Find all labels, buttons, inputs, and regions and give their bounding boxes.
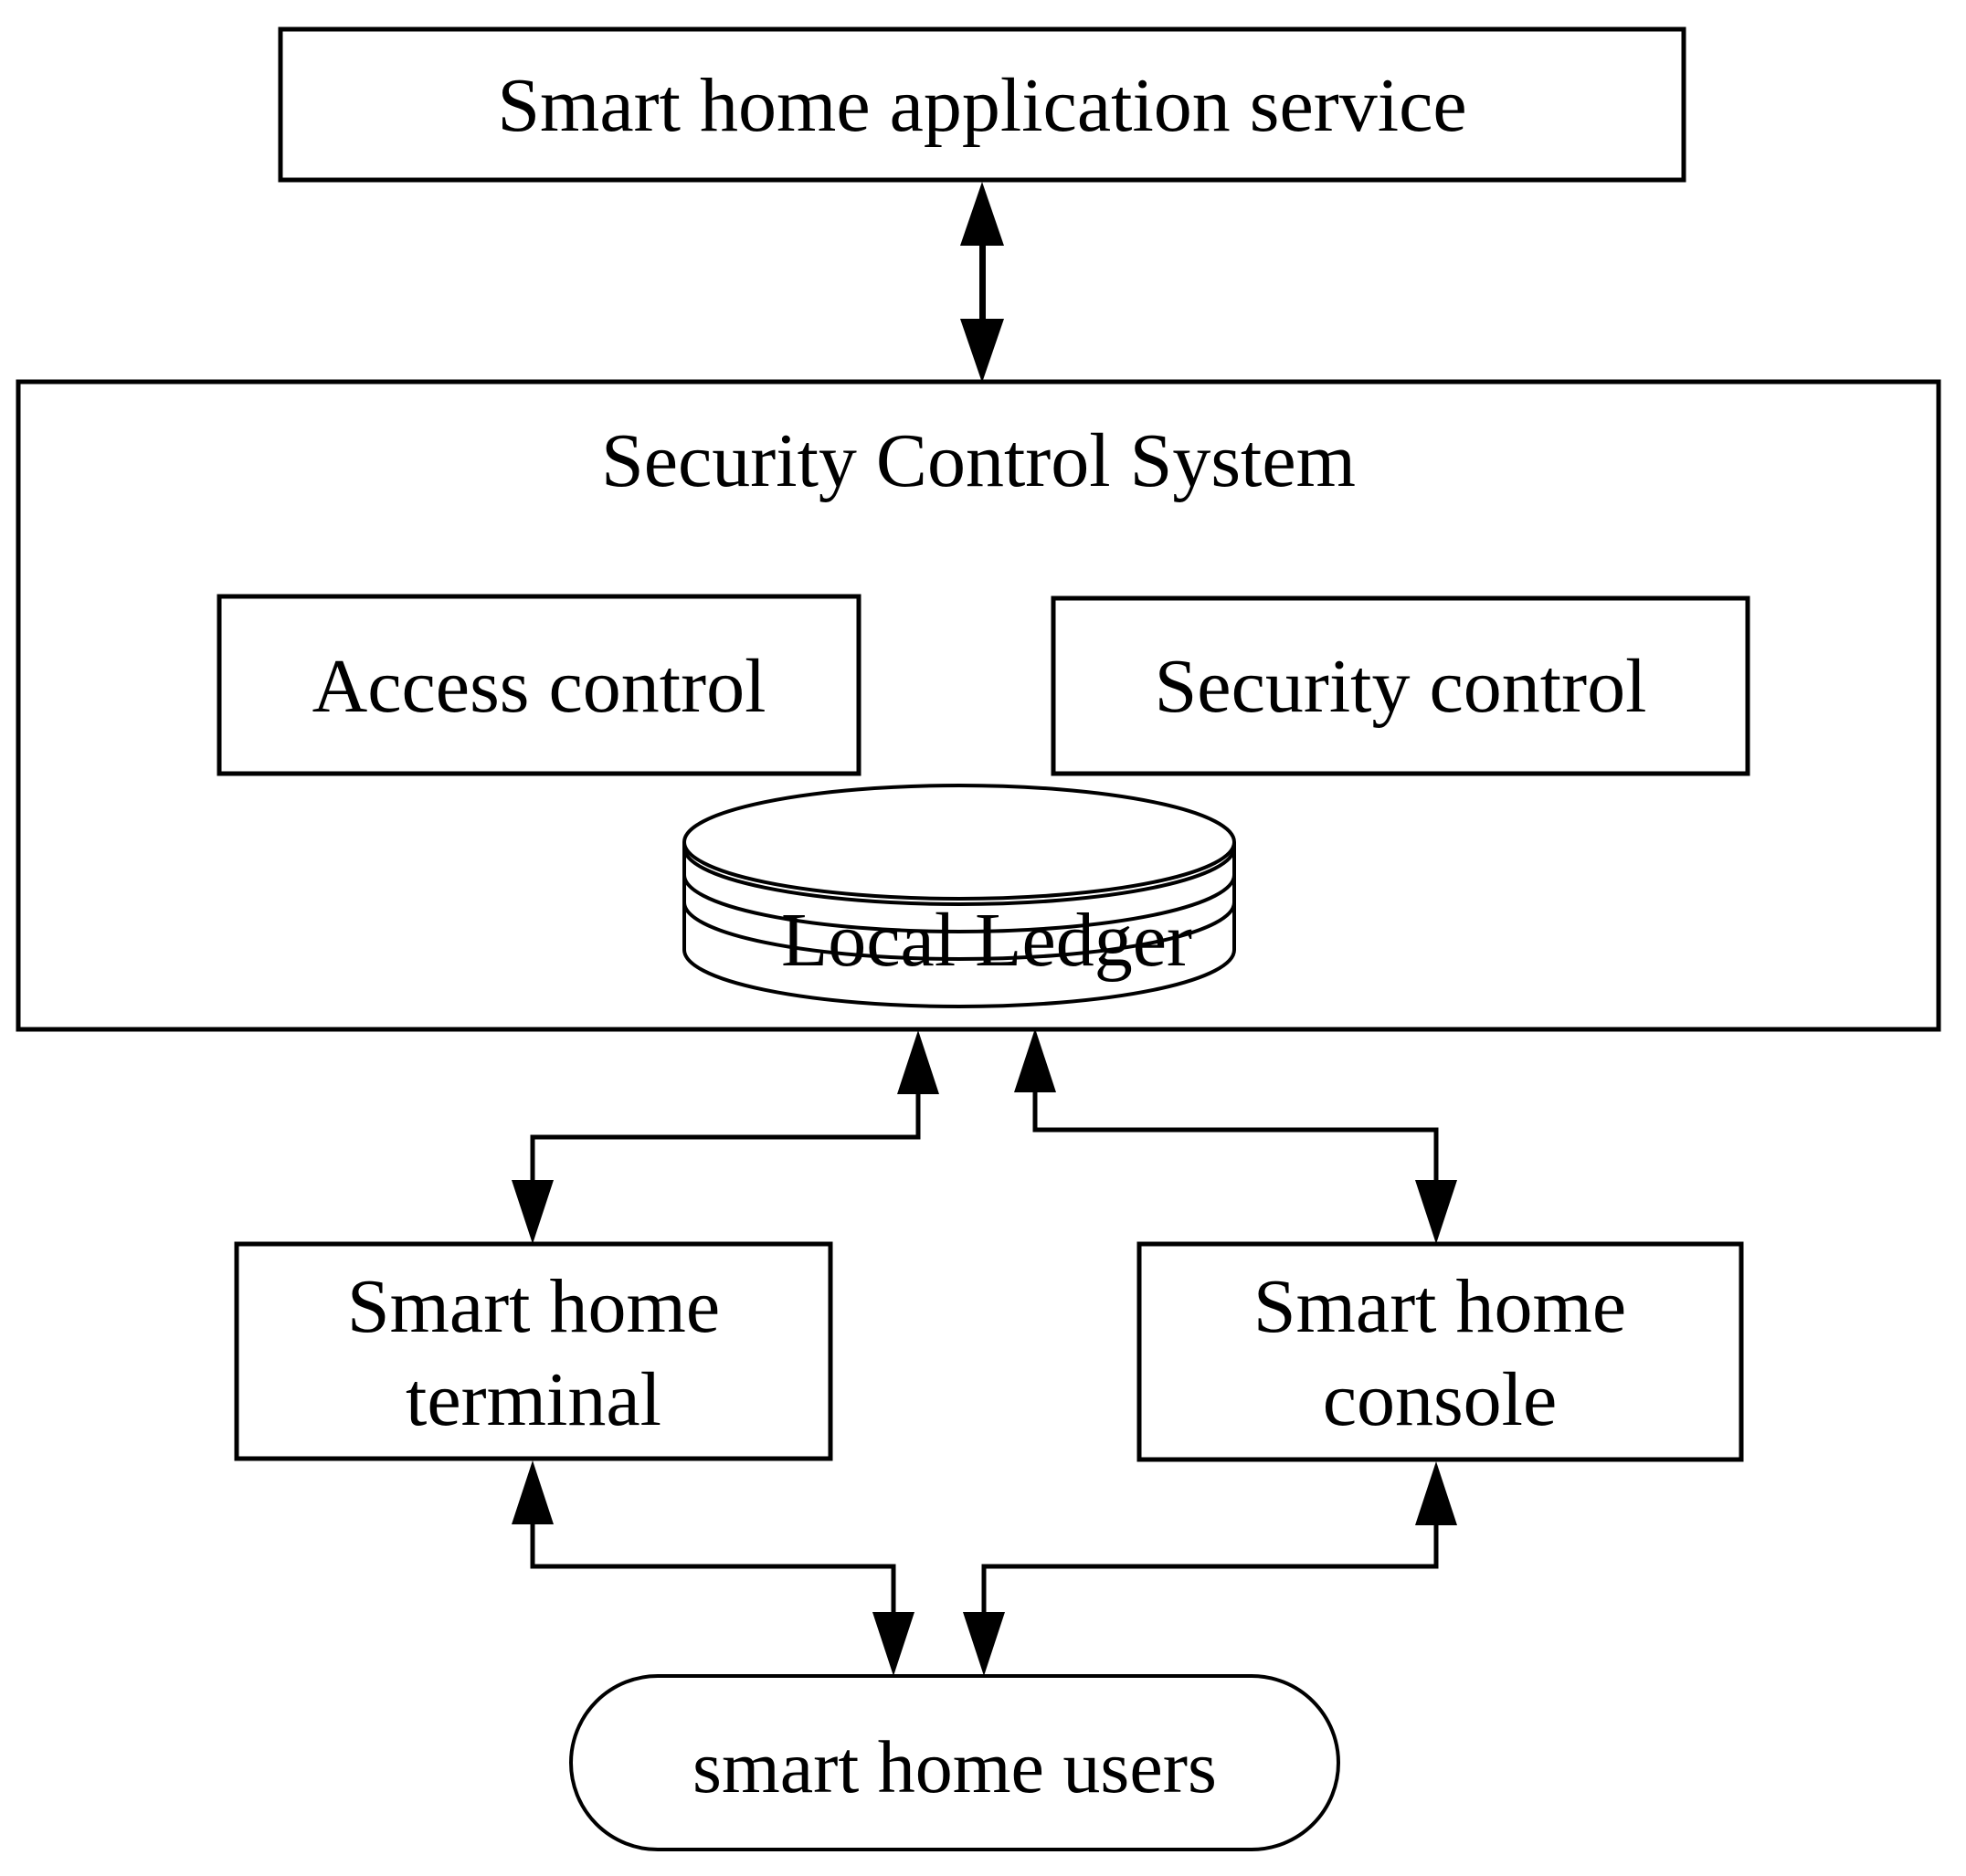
arrow-down-head-icon [1415, 1180, 1457, 1244]
smart-home-console-label-line2: console [1323, 1357, 1558, 1442]
arrow-terminal-users [512, 1460, 914, 1676]
access-control-node: Access control [217, 594, 861, 776]
smart-home-terminal-label-line2: terminal [406, 1357, 661, 1442]
arrow-security-terminal [512, 1030, 939, 1244]
arrow-down-head-icon [512, 1180, 554, 1244]
security-control-node: Security control [1051, 595, 1750, 776]
arrow-shaft [979, 241, 986, 323]
smart-home-terminal-box [234, 1241, 833, 1461]
arrow-up-head-icon [897, 1030, 939, 1094]
smart-home-terminal-label-line1: Smart home [347, 1264, 720, 1349]
smart-home-console-label-line1: Smart home [1253, 1264, 1626, 1349]
security-control-system-label: Security Control System [601, 418, 1356, 503]
arrow-console-users [963, 1461, 1457, 1676]
smart-home-users-label: smart home users [692, 1725, 1217, 1808]
smart-home-console-node: Smart home console [1136, 1241, 1744, 1462]
application-service-node: Smart home application service [278, 26, 1686, 183]
smart-home-terminal-node: Smart home terminal [234, 1241, 833, 1461]
arrow-up-head-icon [512, 1460, 554, 1524]
security-control-label: Security control [1155, 644, 1647, 729]
arrow-security-console [1014, 1028, 1457, 1244]
arrow-down-head-icon [960, 319, 1004, 383]
access-control-label: Access control [312, 644, 766, 729]
smart-home-console-box [1136, 1241, 1744, 1462]
arrow-app-security [960, 182, 1004, 383]
security-control-box [1051, 595, 1750, 776]
smart-home-users-stadium [569, 1674, 1340, 1851]
application-service-label: Smart home application service [497, 63, 1466, 148]
access-control-box [217, 594, 861, 776]
arrow-down-head-icon [872, 1612, 914, 1676]
arrow-up-head-icon [1415, 1461, 1457, 1525]
local-ledger-label: Local Ledger [781, 898, 1192, 983]
arrow-up-head-icon [1014, 1028, 1056, 1092]
smart-home-users-node: smart home users [569, 1674, 1340, 1851]
local-ledger-node: Local Ledger [682, 784, 1236, 1008]
database-cylinder-icon [682, 784, 1236, 1008]
arrow-up-head-icon [960, 182, 1004, 246]
application-service-box [278, 26, 1686, 183]
arrow-down-head-icon [963, 1612, 1005, 1676]
